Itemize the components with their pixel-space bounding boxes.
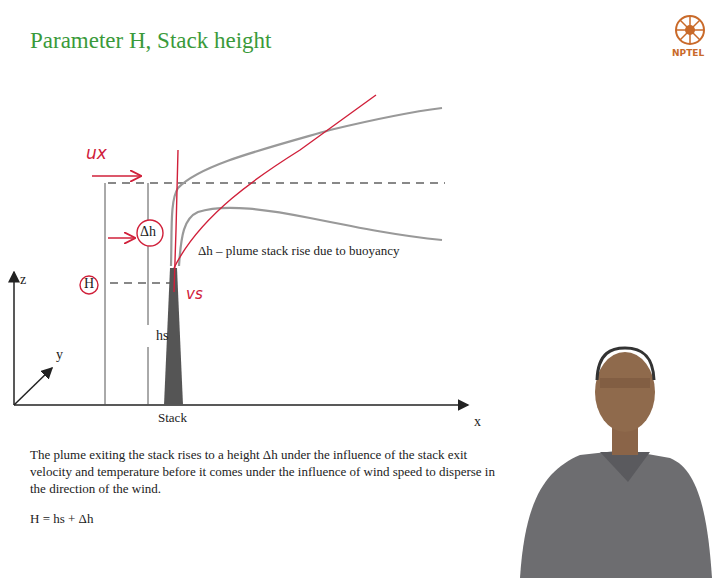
y-axis [14, 368, 52, 405]
stack-label: Stack [158, 411, 187, 426]
pointer-arrow [108, 237, 134, 239]
rise-dimension [148, 183, 149, 220]
axis-label: x [474, 414, 481, 430]
plume-centerline [174, 95, 376, 268]
highlight-circle [80, 276, 98, 294]
stack-dimension [148, 283, 149, 325]
axis-label: z [20, 272, 26, 288]
rise-dimension [148, 246, 149, 283]
stack-top-line [110, 282, 170, 284]
logo-mark [676, 16, 704, 44]
stack-dimension [148, 347, 149, 405]
logo-text: NPTEL [672, 48, 704, 58]
z-axis [13, 272, 15, 405]
vertical-rise-line [174, 150, 178, 292]
formula-text: H = hs + Δh [30, 512, 93, 527]
stack-height-symbol: hs [156, 328, 168, 344]
x-axis [14, 404, 468, 406]
wind-symbol: ux [86, 144, 107, 164]
effective-height-line [108, 182, 445, 184]
exit-velocity-symbol: vs [186, 286, 203, 303]
axis-label: y [56, 347, 63, 363]
wind-arrow [92, 175, 140, 177]
plume-lower [179, 208, 442, 266]
height-dimension [105, 183, 106, 405]
rise-symbol: Δh [140, 224, 156, 240]
presenter-figure [520, 348, 712, 578]
slide-title: Parameter H, Stack height [30, 28, 271, 54]
plume-rise-note: Δh – plume stack rise due to buoyancy [196, 244, 402, 259]
caption-text: The plume exiting the stack rises to a h… [30, 447, 505, 498]
plume-upper [171, 108, 442, 266]
highlight-circle [137, 220, 163, 246]
height-symbol: H [84, 276, 94, 292]
